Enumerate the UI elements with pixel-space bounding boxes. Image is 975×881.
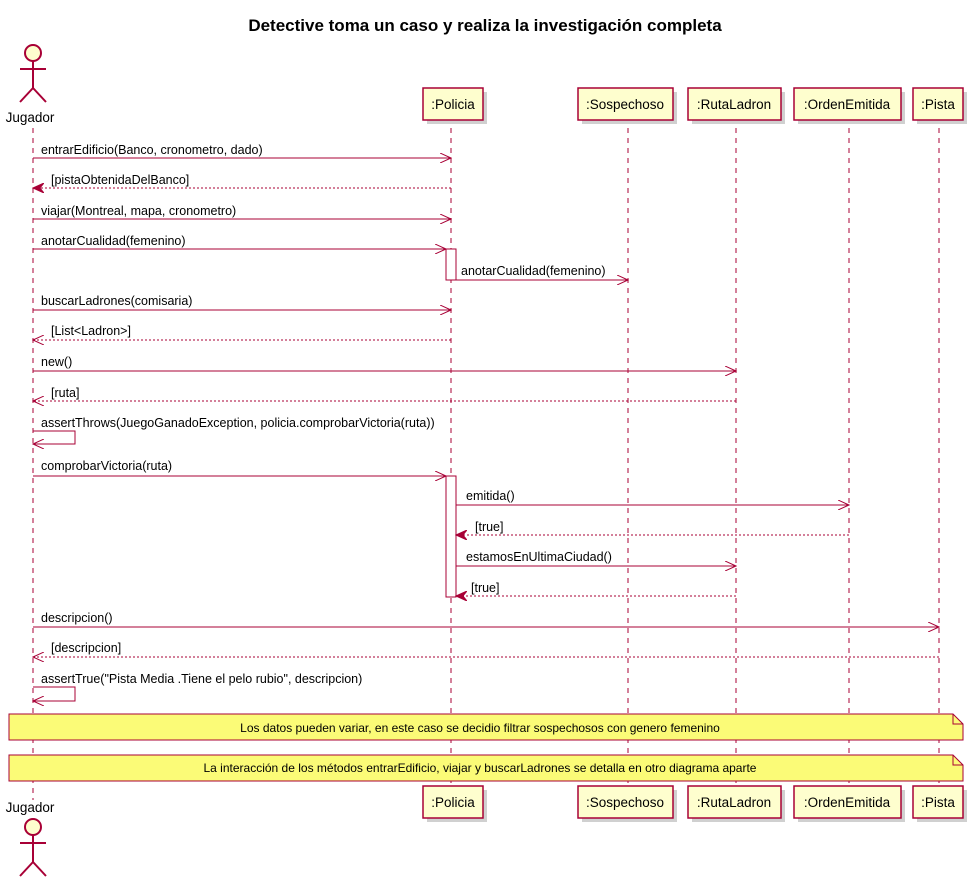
svg-text:La interacción de los métodos: La interacción de los métodos entrarEdif… bbox=[204, 761, 757, 775]
actor-jugador-bottom: Jugador bbox=[6, 800, 55, 877]
message-10-self: assertThrows(JuegoGanadoException, polic… bbox=[33, 416, 435, 444]
message-4: anotarCualidad(femenino) bbox=[33, 234, 446, 249]
svg-text:[List<Ladron>]: [List<Ladron>] bbox=[51, 324, 131, 338]
participant-label: :Policia bbox=[431, 97, 475, 112]
participant-sospechoso-bottom: :Sospechoso bbox=[577, 785, 677, 822]
diagram-title: Detective toma un caso y realiza la inve… bbox=[248, 16, 722, 35]
actor-label-top: Jugador bbox=[6, 110, 55, 125]
message-12: emitida() bbox=[456, 489, 849, 505]
participant-rutaladron-top: :RutaLadron bbox=[687, 87, 785, 124]
participant-label: :OrdenEmitida bbox=[804, 97, 891, 112]
svg-text:anotarCualidad(femenino): anotarCualidad(femenino) bbox=[41, 234, 186, 248]
svg-text:Los datos pueden variar, en es: Los datos pueden variar, en este caso se… bbox=[240, 721, 720, 735]
message-3: viajar(Montreal, mapa, cronometro) bbox=[33, 204, 451, 219]
svg-text:new(): new() bbox=[41, 355, 72, 369]
participant-label: :Pista bbox=[921, 795, 955, 810]
svg-text:descripcion(): descripcion() bbox=[41, 611, 113, 625]
participant-sospechoso-top: :Sospechoso bbox=[577, 87, 677, 124]
svg-text:entrarEdificio(Banco, cronomet: entrarEdificio(Banco, cronometro, dado) bbox=[41, 143, 263, 157]
participant-label: :Policia bbox=[431, 795, 475, 810]
svg-text:emitida(): emitida() bbox=[466, 489, 515, 503]
participant-label: :Sospechoso bbox=[586, 795, 664, 810]
svg-text:assertTrue("Pista Media .Tiene: assertTrue("Pista Media .Tiene el pelo r… bbox=[41, 672, 362, 686]
participant-pista-top: :Pista bbox=[912, 87, 967, 124]
svg-text:[true]: [true] bbox=[475, 520, 504, 534]
participant-policia-top: :Policia bbox=[422, 87, 487, 124]
actor-head-icon bbox=[24, 44, 42, 62]
svg-text:[true]: [true] bbox=[471, 581, 500, 595]
participant-label: :RutaLadron bbox=[697, 97, 771, 112]
svg-text:[ruta]: [ruta] bbox=[51, 386, 80, 400]
participant-label: :Sospechoso bbox=[586, 97, 664, 112]
message-16: descripcion() bbox=[33, 611, 939, 627]
message-8: new() bbox=[33, 355, 736, 371]
message-5: anotarCualidad(femenino) bbox=[456, 264, 628, 280]
participant-label: :Pista bbox=[921, 97, 955, 112]
note-1: Los datos pueden variar, en este caso se… bbox=[8, 713, 964, 741]
message-17-return: [descripcion] bbox=[33, 641, 939, 657]
participant-rutaladron-bottom: :RutaLadron bbox=[687, 785, 785, 822]
svg-text:comprobarVictoria(ruta): comprobarVictoria(ruta) bbox=[41, 459, 172, 473]
message-9-return: [ruta] bbox=[33, 386, 736, 401]
svg-text:anotarCualidad(femenino): anotarCualidad(femenino) bbox=[461, 264, 606, 278]
participant-ordenemitida-top: :OrdenEmitida bbox=[793, 87, 905, 124]
message-11: comprobarVictoria(ruta) bbox=[33, 459, 446, 476]
message-6: buscarLadrones(comisaria) bbox=[33, 294, 451, 310]
actor-head-icon bbox=[24, 818, 42, 836]
activation-policia-2 bbox=[445, 475, 457, 598]
svg-text:assertThrows(JuegoGanadoExcept: assertThrows(JuegoGanadoException, polic… bbox=[41, 416, 435, 430]
participant-pista-bottom: :Pista bbox=[912, 785, 967, 822]
message-13-return: [true] bbox=[456, 520, 849, 535]
message-7-return: [List<Ladron>] bbox=[33, 324, 451, 340]
message-2-return: [pistaObtenidaDelBanco] bbox=[33, 173, 451, 188]
participant-label: :OrdenEmitida bbox=[804, 795, 891, 810]
svg-text:estamosEnUltimaCiudad(): estamosEnUltimaCiudad() bbox=[466, 550, 612, 564]
actor-jugador-top: Jugador bbox=[6, 44, 55, 125]
message-15-return: [true] bbox=[456, 581, 736, 596]
participant-ordenemitida-bottom: :OrdenEmitida bbox=[793, 785, 905, 822]
svg-text:[pistaObtenidaDelBanco]: [pistaObtenidaDelBanco] bbox=[51, 173, 189, 187]
svg-text:viajar(Montreal, mapa, cronome: viajar(Montreal, mapa, cronometro) bbox=[41, 204, 236, 218]
participant-policia-bottom: :Policia bbox=[422, 785, 487, 822]
message-18-self: assertTrue("Pista Media .Tiene el pelo r… bbox=[33, 672, 362, 701]
message-1: entrarEdificio(Banco, cronometro, dado) bbox=[33, 143, 451, 158]
activation-policia-1 bbox=[445, 248, 457, 281]
message-14: estamosEnUltimaCiudad() bbox=[456, 550, 736, 566]
actor-label-bottom: Jugador bbox=[6, 800, 55, 815]
svg-text:buscarLadrones(comisaria): buscarLadrones(comisaria) bbox=[41, 294, 192, 308]
note-2: La interacción de los métodos entrarEdif… bbox=[8, 754, 964, 782]
svg-text:[descripcion]: [descripcion] bbox=[51, 641, 121, 655]
participant-label: :RutaLadron bbox=[697, 795, 771, 810]
